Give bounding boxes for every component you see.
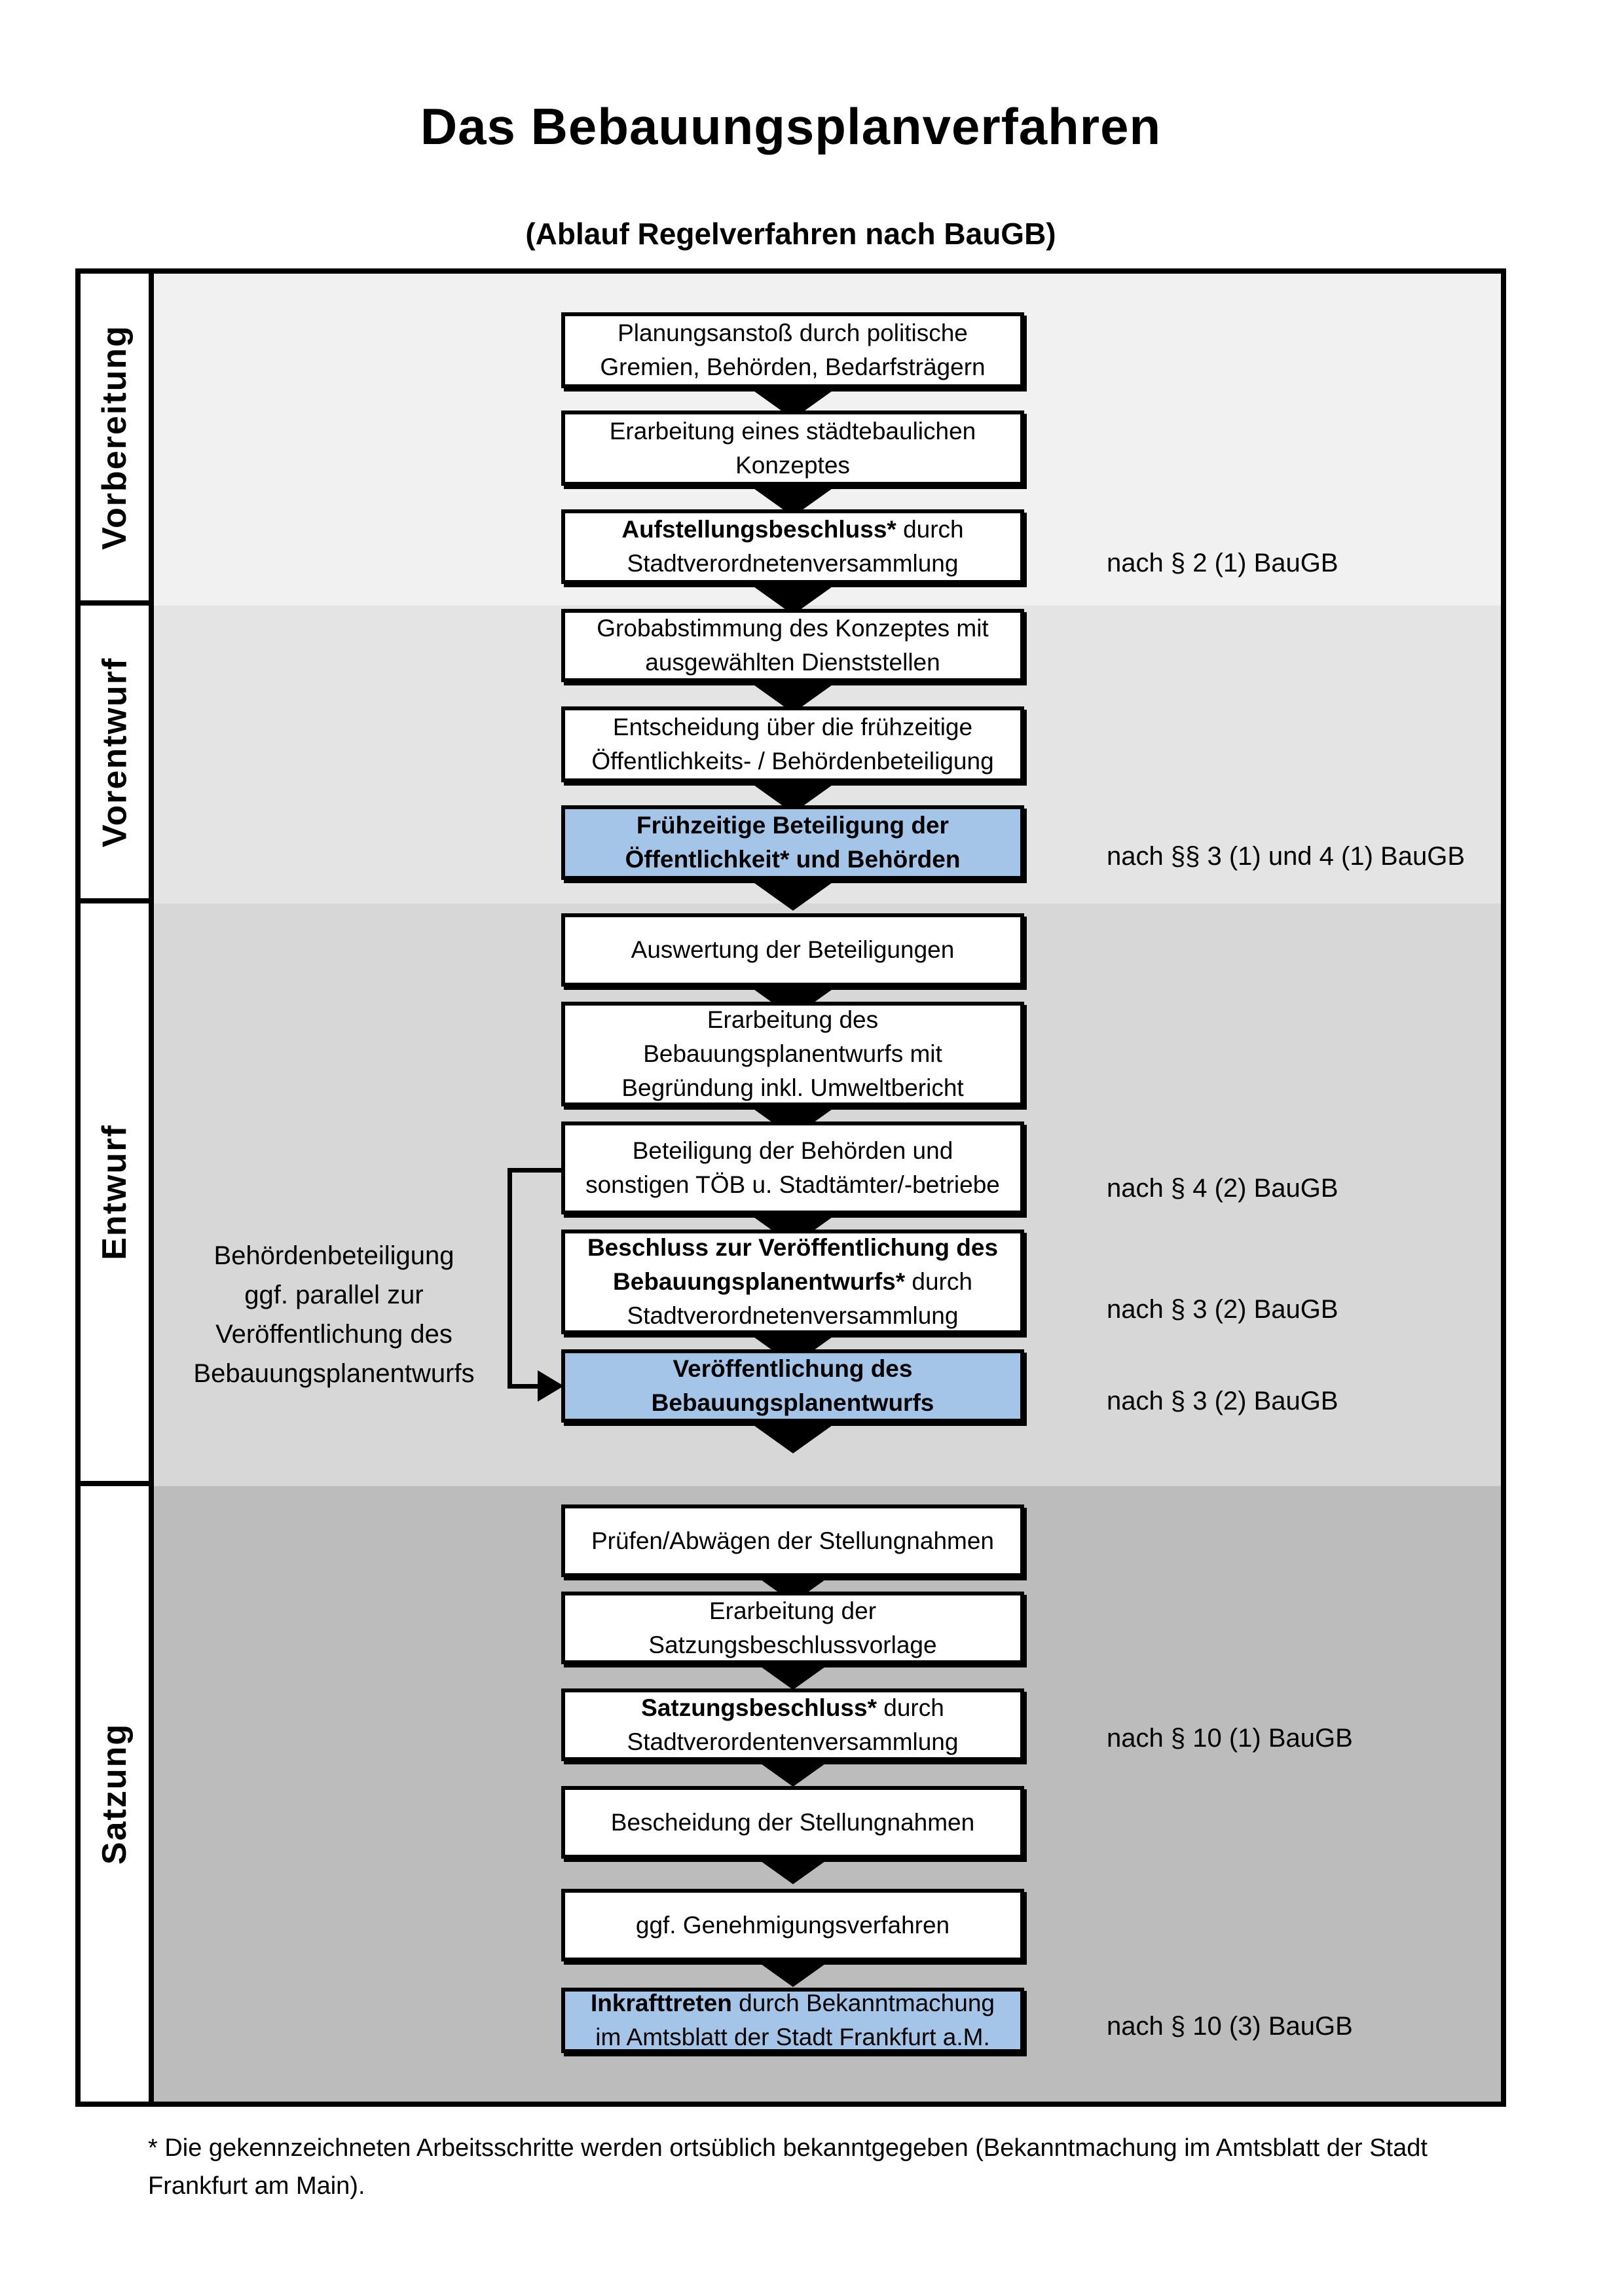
down-arrow-icon bbox=[747, 878, 839, 911]
law-reference: nach § 4 (2) BauGB bbox=[1107, 1174, 1338, 1203]
phase-cell-vorbereitung: Vorbereitung bbox=[81, 274, 149, 606]
step-auswertung-beteiligungen: Auswertung der Beteiligungen bbox=[561, 913, 1024, 987]
law-reference: nach § 3 (2) BauGB bbox=[1107, 1387, 1338, 1415]
phase-cell-satzung: Satzung bbox=[81, 1486, 149, 2102]
footnote: * Die gekennzeichneten Arbeitsschritte w… bbox=[148, 2129, 1506, 2205]
side-note-behoerdenbeteiligung: Behördenbeteiligung ggf. parallel zur Ve… bbox=[164, 1236, 504, 1393]
side-note-line: Bebauungsplanentwurfs bbox=[193, 1359, 475, 1388]
step-genehmigungsverfahren: ggf. Genehmigungsverfahren bbox=[561, 1889, 1024, 1961]
law-reference: nach §§ 3 (1) und 4 (1) BauGB bbox=[1107, 842, 1465, 871]
bracket-connector-line bbox=[507, 1168, 565, 1173]
side-note-line: Veröffentlichung des bbox=[215, 1320, 452, 1349]
phase-label-vorentwurf: Vorentwurf bbox=[96, 657, 134, 847]
law-reference: nach § 3 (2) BauGB bbox=[1107, 1295, 1338, 1324]
flowchart-frame: Vorbereitung Vorentwurf Entwurf Satzung … bbox=[75, 268, 1506, 2107]
down-arrow-icon bbox=[747, 1421, 839, 1453]
footnote-line: Frankfurt am Main). bbox=[148, 2172, 365, 2200]
step-pruefen-abwaegen-stellungnahmen: Prüfen/Abwägen der Stellungnahmen bbox=[561, 1504, 1024, 1577]
bracket-connector-line bbox=[507, 1384, 542, 1389]
phase-label-entwurf: Entwurf bbox=[96, 1124, 134, 1260]
bracket-connector-line bbox=[507, 1168, 512, 1389]
law-reference: nach § 10 (3) BauGB bbox=[1107, 2012, 1353, 2041]
phase-label-vorbereitung: Vorbereitung bbox=[96, 324, 134, 550]
right-arrow-icon bbox=[538, 1370, 564, 1402]
law-reference: nach § 10 (1) BauGB bbox=[1107, 1724, 1353, 1753]
law-reference: nach § 2 (1) BauGB bbox=[1107, 549, 1338, 577]
phase-sidebar: Vorbereitung Vorentwurf Entwurf Satzung bbox=[81, 274, 154, 2102]
page-title: Das Bebauungsplanverfahren bbox=[75, 97, 1506, 156]
side-note-line: Behördenbeteiligung bbox=[213, 1241, 454, 1270]
phase-cell-entwurf: Entwurf bbox=[81, 903, 149, 1486]
page-title-text: Das Bebauungsplanverfahren bbox=[420, 98, 1162, 155]
page-subtitle: (Ablauf Regelverfahren nach BauGB) bbox=[525, 217, 1056, 251]
phase-label-satzung: Satzung bbox=[96, 1722, 134, 1865]
step-bescheidung-stellungnahmen: Bescheidung der Stellungnahmen bbox=[561, 1786, 1024, 1859]
phase-cell-vorentwurf: Vorentwurf bbox=[81, 606, 149, 903]
side-note-line: ggf. parallel zur bbox=[244, 1281, 424, 1309]
footnote-line: * Die gekennzeichneten Arbeitsschritte w… bbox=[148, 2134, 1428, 2162]
